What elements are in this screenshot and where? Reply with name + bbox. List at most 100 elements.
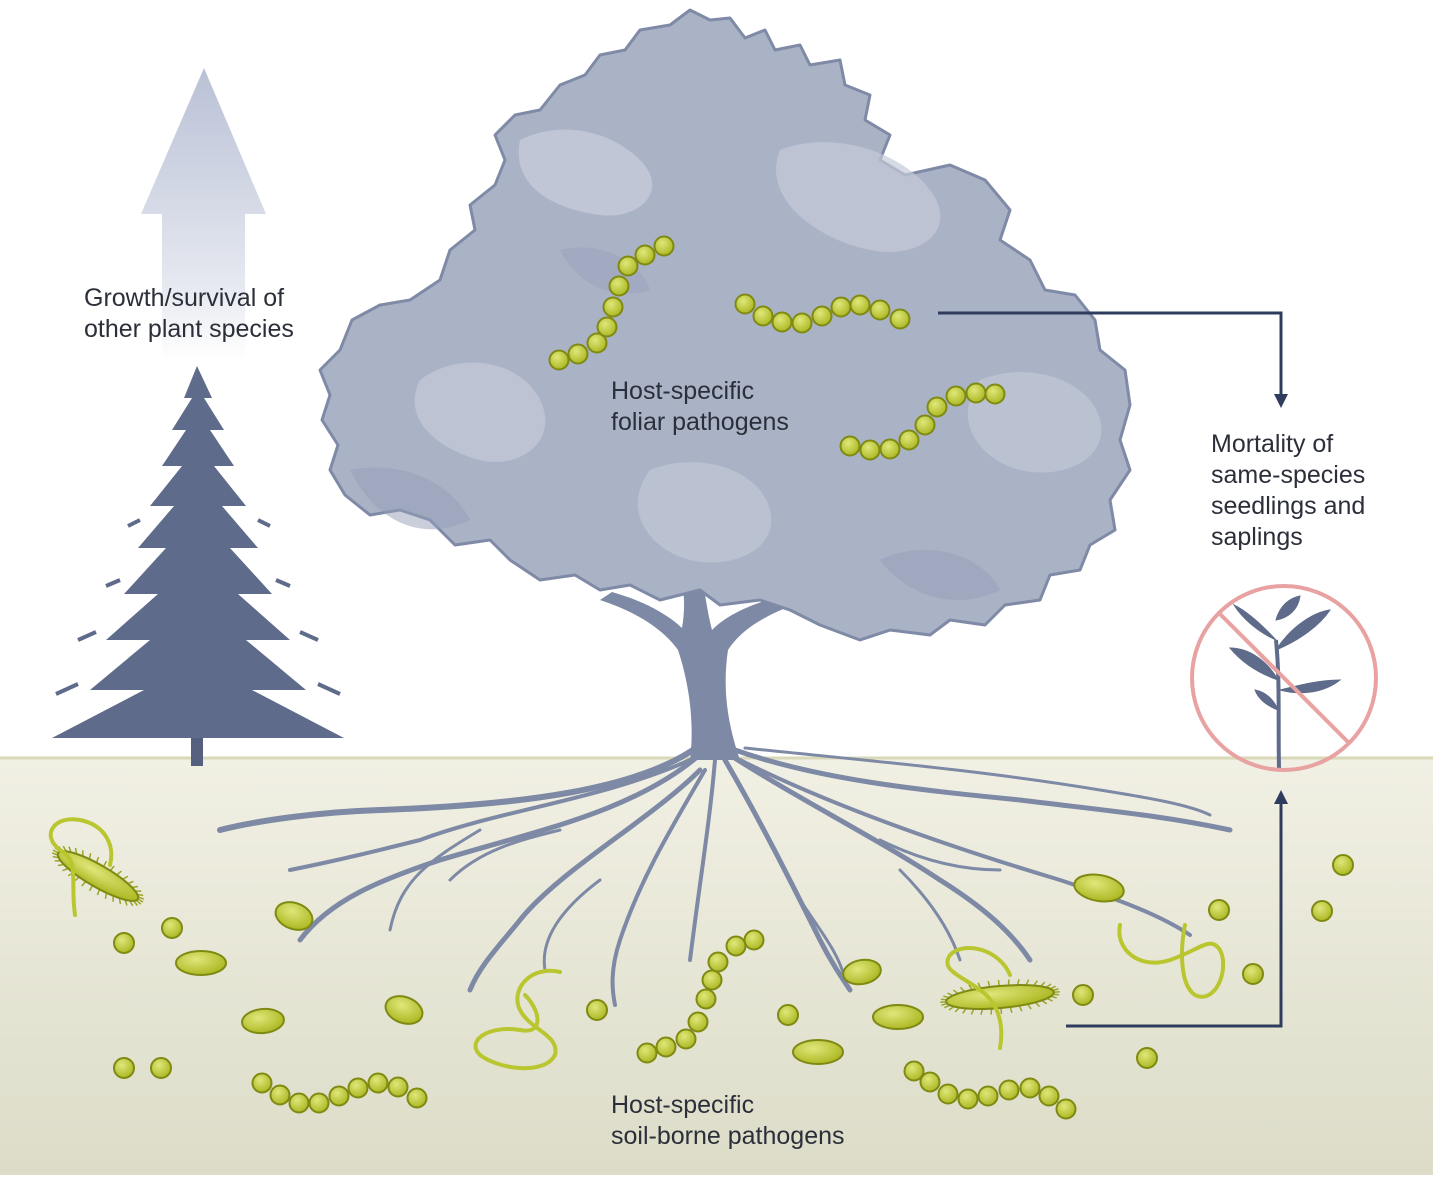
foliar-pathogen-cell: [945, 385, 967, 407]
soil-pathogen-cell: [1332, 854, 1354, 876]
soil-pathogen-oval: [872, 1004, 924, 1030]
soil-pathogen-cell: [919, 1071, 941, 1093]
soil-pathogen-cell: [308, 1092, 330, 1114]
foliar-pathogen-cell: [830, 296, 852, 318]
foliar-label: Host-specific foliar pathogens: [611, 376, 789, 438]
soil-label-line-2: soil-borne pathogens: [611, 1122, 845, 1150]
soil-pathogen-cell: [406, 1087, 428, 1109]
foliar-pathogen-cell: [734, 293, 756, 315]
prohibited-seedling-icon: [1190, 584, 1378, 772]
soil-pathogen-cell: [957, 1088, 979, 1110]
soil-pathogen-cell: [675, 1028, 697, 1050]
growth-label-line-1: Growth/survival of: [84, 284, 285, 312]
foliar-pathogen-cell: [752, 305, 774, 327]
foliar-pathogen-cell: [869, 299, 891, 321]
foliar-pathogen-cell: [859, 439, 881, 461]
soil-label-line-1: Host-specific: [611, 1091, 755, 1119]
soil-pathogen-oval: [384, 995, 424, 1025]
foliar-pathogen-cell: [634, 244, 656, 266]
foliar-pathogens-group: [548, 235, 1006, 461]
soil-label: Host-specific soil-borne pathogens: [611, 1090, 845, 1152]
soil-pathogen-cell: [586, 999, 608, 1021]
soil-pathogen-oval: [792, 1039, 844, 1065]
rod-bacterium: [940, 979, 1060, 1015]
arrow-foliar-to-mortality: [938, 311, 1288, 408]
soil-pathogen-oval: [175, 950, 227, 976]
soil-pathogen-oval: [241, 1007, 285, 1035]
mortality-label-line-3: seedlings and: [1211, 492, 1366, 520]
soil-pathogen-cell: [161, 917, 183, 939]
foliar-pathogen-cell: [608, 275, 630, 297]
tree-trunk: [600, 560, 808, 760]
foliar-pathogen-cell: [898, 429, 920, 451]
foliar-pathogen-cell: [984, 383, 1006, 405]
filament-3: [945, 945, 1012, 1050]
soil-pathogen-cell: [328, 1085, 350, 1107]
soil-pathogen-cell: [977, 1085, 999, 1107]
foliar-pathogen-cell: [889, 308, 911, 330]
foliar-pathogen-cell: [926, 396, 948, 418]
foliar-pathogen-cell: [617, 255, 639, 277]
foliar-pathogen-cell: [567, 343, 589, 365]
soil-pathogen-cell: [655, 1036, 677, 1058]
foliar-pathogen-cell: [548, 349, 570, 371]
foliar-pathogen-cell: [839, 435, 861, 457]
foliar-pathogen-cell: [849, 294, 871, 316]
soil-pathogen-cell: [998, 1079, 1020, 1101]
conifer-tree-icon: [52, 366, 344, 766]
soil-pathogen-oval: [842, 958, 882, 986]
soil-pathogen-cell: [725, 935, 747, 957]
foliar-pathogen-cell: [879, 438, 901, 460]
soil-pathogen-cell: [113, 1057, 135, 1079]
soil-pathogen-cell: [347, 1077, 369, 1099]
growth-label-line-2: other plant species: [84, 315, 294, 343]
soil-pathogen-cell: [1019, 1077, 1041, 1099]
mortality-label-line-2: same-species: [1211, 461, 1366, 489]
foliar-label-line-1: Host-specific: [611, 377, 755, 405]
foliar-pathogen-cell: [791, 312, 813, 334]
soil-pathogen-cell: [387, 1076, 409, 1098]
soil-pathogen-cell: [743, 929, 765, 951]
foliar-label-line-2: foliar pathogens: [611, 408, 789, 436]
mortality-label-line-4: saplings: [1211, 523, 1303, 551]
soil-pathogen-cell: [1242, 963, 1264, 985]
soil-pathogen-cell: [695, 988, 717, 1010]
soil-pathogen-cell: [1208, 899, 1230, 921]
mortality-label: Mortality of same-species seedlings and …: [1211, 429, 1365, 553]
soil-pathogen-cell: [1038, 1085, 1060, 1107]
soil-filaments: [48, 817, 1226, 1071]
soil-pathogen-cell: [367, 1072, 389, 1094]
soil-pathogen-cell: [903, 1060, 925, 1082]
soil-pathogen-cell: [1136, 1047, 1158, 1069]
foliar-pathogen-cell: [596, 316, 618, 338]
filament-1: [48, 817, 114, 917]
soil-pathogen-cell: [1072, 984, 1094, 1006]
soil-pathogens-group: [51, 845, 1354, 1120]
arrow-soil-to-mortality: [1066, 790, 1288, 1028]
soil-pathogen-cell: [777, 1004, 799, 1026]
foliar-pathogen-cell: [965, 382, 987, 404]
soil-pathogen-cell: [701, 969, 723, 991]
soil-pathogen-cell: [937, 1083, 959, 1105]
growth-arrow: [141, 68, 266, 360]
filament-4: [1117, 923, 1226, 999]
growth-label: Growth/survival of other plant species: [84, 283, 294, 345]
foliar-pathogen-cell: [602, 296, 624, 318]
soil-pathogen-cell: [269, 1084, 291, 1106]
tree-canopy: [318, 8, 1132, 642]
foliar-pathogen-cell: [771, 311, 793, 333]
soil-pathogen-cell: [113, 932, 135, 954]
soil-pathogen-cell: [251, 1072, 273, 1094]
soil-pathogen-cell: [707, 951, 729, 973]
mortality-label-line-1: Mortality of: [1211, 430, 1334, 458]
soil-pathogen-cell: [1055, 1098, 1077, 1120]
tree-roots: [217, 742, 1233, 1007]
soil-pathogen-oval: [274, 901, 314, 931]
soil-pathogen-cell: [636, 1042, 658, 1064]
soil-pathogen-oval: [1073, 873, 1125, 903]
filament-2: [473, 968, 562, 1071]
foliar-pathogen-cell: [914, 414, 936, 436]
rod-bacterium-body: [56, 850, 140, 902]
soil-pathogen-cell: [687, 1011, 709, 1033]
